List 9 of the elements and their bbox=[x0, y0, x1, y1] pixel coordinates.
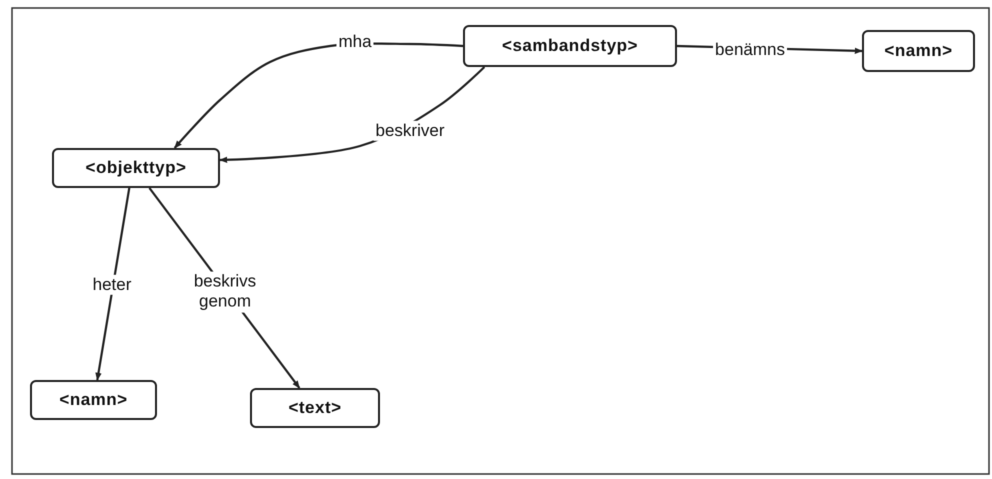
entity-box: <namn> bbox=[30, 380, 157, 420]
edge-label: beskriver bbox=[374, 120, 446, 142]
arrow bbox=[95, 188, 130, 381]
entity-box: <sambandstyp> bbox=[463, 25, 677, 67]
arrow bbox=[174, 42, 464, 149]
edge-label: heter bbox=[90, 274, 134, 296]
entity-box: <objekttyp> bbox=[52, 148, 220, 188]
entity-box: <namn> bbox=[862, 30, 975, 72]
entity-box: <text> bbox=[250, 388, 380, 428]
